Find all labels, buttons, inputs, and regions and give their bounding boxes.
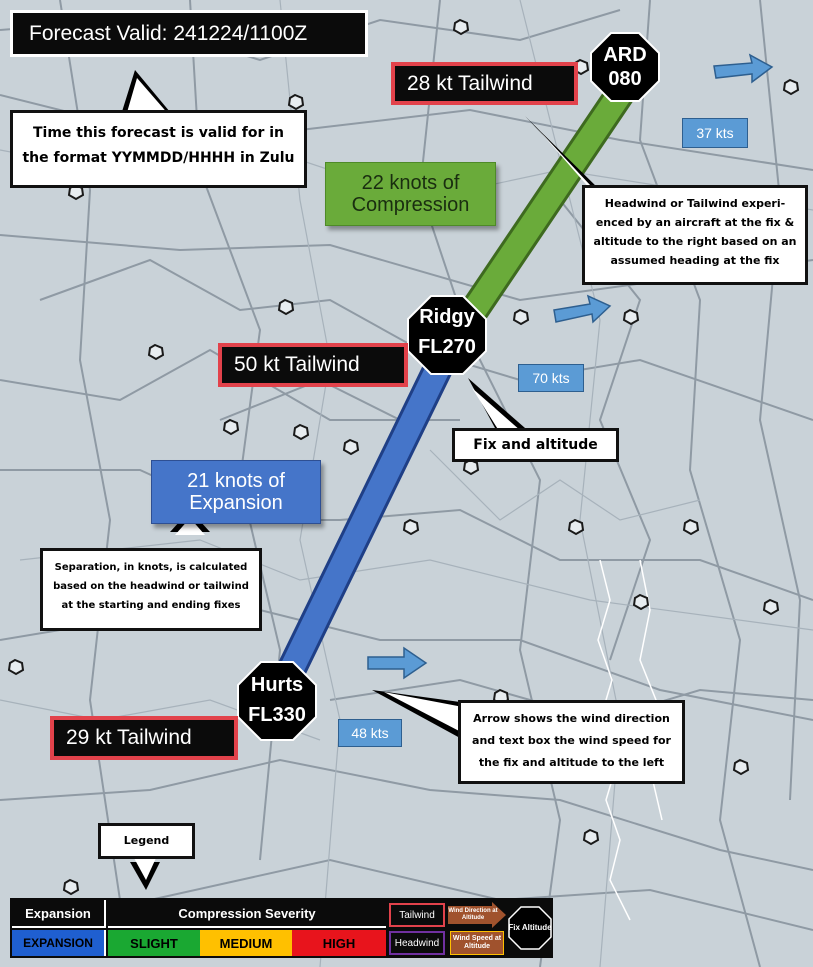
time-format-text: Time this forecast is valid for in the f… (22, 125, 295, 166)
ard-fix-name: ARD (603, 44, 647, 66)
hurts-tailwind-box: 29 kt Tailwind (50, 716, 238, 760)
forecast-valid-label: Forecast Valid: 241224/1100Z (10, 10, 368, 57)
hurts-wind-speed: 48 kts (338, 719, 402, 747)
fix-altitude-text: Fix and altitude (473, 437, 598, 453)
legend-compression-header: Compression Severity (108, 900, 386, 928)
wind-arrow-callout: Arrow shows the wind direction and text … (458, 700, 685, 784)
legend-callout: Legend (98, 823, 195, 859)
hurts-fix-label: Hurts FL330 (238, 670, 316, 730)
compression-line1: 22 knots of (361, 172, 460, 194)
compression-label: 22 knots of Compression (325, 162, 496, 226)
legend-expansion-header: Expansion (12, 900, 106, 928)
legend-tailwind-sample: Tailwind (389, 903, 445, 927)
legend-title: Legend (123, 834, 170, 847)
expansion-line1: 21 knots of (187, 470, 285, 492)
headwind-tailwind-callout: Headwind or Tailwind experi-enced by an … (582, 185, 808, 285)
ridgy-tailwind-box: 50 kt Tailwind (218, 343, 408, 387)
ard-wind-speed: 37 kts (682, 118, 748, 148)
headwind-tailwind-text: Headwind or Tailwind experi-enced by an … (593, 197, 797, 267)
hurts-wind-arrow (367, 646, 428, 680)
hurts-fix-marker (237, 661, 317, 741)
ard-fix-altitude: 080 (608, 68, 642, 90)
ard-fix-marker (590, 32, 660, 102)
ridgy-fix-label: Ridgy FL270 (408, 302, 486, 362)
ridgy-fix-altitude: FL270 (418, 336, 476, 358)
fix-altitude-callout: Fix and altitude (452, 428, 619, 462)
hurts-fix-name: Hurts (250, 674, 304, 696)
legend-medium-swatch: MEDIUM (200, 930, 292, 956)
arrow-callout-pointer (372, 690, 460, 738)
ridgy-fix-name: Ridgy (419, 306, 475, 328)
compression-line2: Compression (351, 194, 470, 216)
expansion-line2: Expansion (189, 492, 283, 514)
legend: Expansion Compression Severity EXPANSION… (10, 898, 553, 958)
ard-fix-label: ARD 080 (591, 43, 659, 91)
expansion-segment (266, 340, 458, 709)
legend-fix-octagon-icon (508, 906, 552, 950)
fix-callout-pointer (468, 378, 525, 428)
legend-arrow-sample-icon (448, 902, 506, 928)
ard-tailwind-box: 28 kt Tailwind (391, 62, 578, 105)
ard-wind-arrow (713, 53, 774, 84)
callout-pointers (120, 70, 606, 890)
legend-fix-altitude-label: Fix Altitude (508, 923, 552, 932)
hurts-fix-altitude: FL330 (248, 704, 306, 726)
fix-markers (237, 32, 660, 741)
legend-high-swatch: HIGH (292, 930, 386, 956)
ridgy-fix-marker (407, 295, 487, 375)
wind-arrow-text: Arrow shows the wind direction and text … (472, 712, 671, 769)
wind-arrows (367, 53, 774, 680)
legend-expansion-swatch: EXPANSION (12, 930, 106, 956)
ridgy-wind-speed: 70 kts (518, 364, 584, 392)
separation-callout: Separation, in knots, is calculated base… (40, 548, 262, 631)
legend-wind-speed-sample: Wind Speed at Altitude (450, 931, 504, 955)
legend-slight-swatch: SLIGHT (108, 930, 200, 956)
legend-headwind-sample: Headwind (389, 931, 445, 955)
ridgy-wind-arrow (553, 294, 612, 324)
separation-text: Separation, in knots, is calculated base… (53, 562, 249, 611)
callout-pointer-fill (126, 78, 602, 880)
time-format-callout: Time this forecast is valid for in the f… (10, 110, 307, 188)
expansion-label: 21 knots of Expansion (151, 460, 321, 524)
legend-wind-direction-label: Wind Direction at Altitude (448, 908, 498, 921)
headwind-callout-pointer (525, 116, 606, 196)
